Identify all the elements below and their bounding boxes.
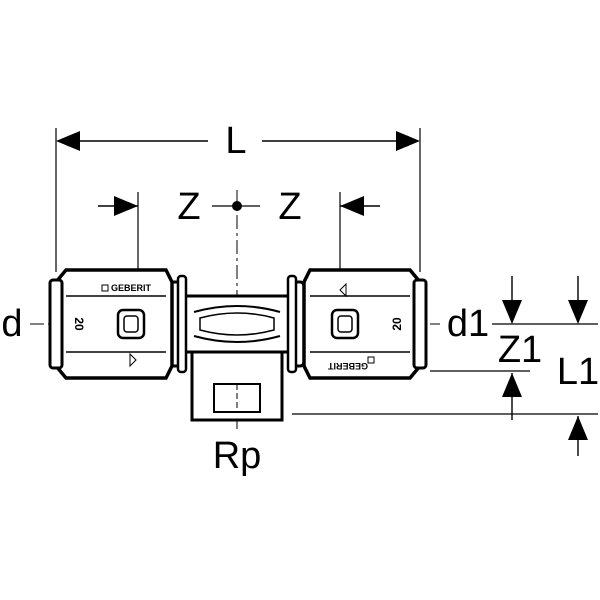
dimension-z1-l1: Z1 L1 xyxy=(292,276,599,456)
dimension-l: L xyxy=(55,120,421,272)
brand-left: GEBERIT xyxy=(111,283,152,293)
label-rp: Rp xyxy=(213,435,262,477)
label-z1: Z1 xyxy=(498,329,542,371)
label-d: d xyxy=(1,303,22,345)
label-z-right: Z xyxy=(278,186,301,228)
label-l1: L1 xyxy=(557,351,599,393)
brand-right: GEBERIT xyxy=(327,361,368,371)
label-d1: d1 xyxy=(447,303,489,345)
label-z-left: Z xyxy=(177,186,200,228)
dimension-z: Z Z xyxy=(98,186,380,300)
label-l: L xyxy=(225,120,246,162)
tee-fitting: GEBERIT 20 GEBERIT 20 xyxy=(48,268,428,422)
size-left: 20 xyxy=(72,317,86,331)
size-right: 20 xyxy=(390,317,404,331)
